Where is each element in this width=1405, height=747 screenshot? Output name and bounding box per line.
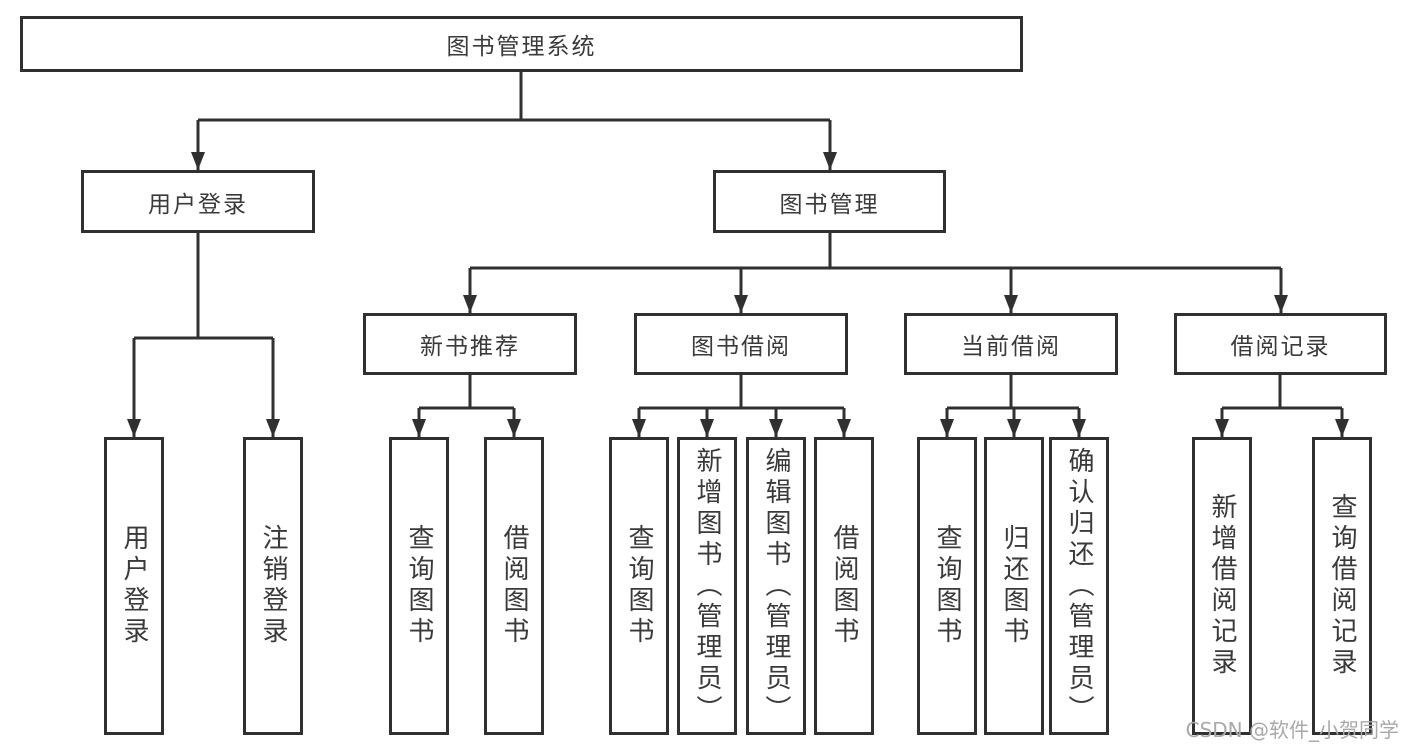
node-label: 注销登录	[258, 524, 288, 648]
node-label: 用户登录	[119, 524, 149, 648]
node-current-borrow: 当前借阅	[904, 313, 1118, 375]
node-leaf-query-borrow-record: 查询借阅记录	[1312, 437, 1372, 735]
node-label: 图书管理	[779, 191, 880, 218]
node-user-login: 用户登录	[81, 170, 315, 233]
node-leaf-add-borrow-record: 新增借阅记录	[1192, 437, 1252, 735]
node-label: 借阅图书	[499, 524, 529, 648]
node-label: 确认归还（管理员）	[1064, 446, 1094, 726]
node-leaf-return-books: 归还图书	[984, 437, 1044, 735]
node-new-book-recommend: 新书推荐	[363, 313, 577, 375]
node-borrow-records: 借阅记录	[1174, 313, 1387, 375]
node-leaf-query-books-3: 查询图书	[917, 437, 977, 735]
node-label: 新书推荐	[420, 334, 520, 360]
node-label: 借阅记录	[1230, 334, 1331, 360]
node-leaf-add-books-admin: 新增图书（管理员）	[677, 437, 737, 735]
node-leaf-query-books-1: 查询图书	[389, 437, 449, 735]
node-leaf-edit-books-admin: 编辑图书（管理员）	[746, 437, 806, 735]
node-label: 查询图书	[404, 524, 434, 648]
node-label: 查询图书	[932, 524, 962, 648]
node-label: 查询借阅记录	[1327, 493, 1357, 679]
node-leaf-borrow-books-1: 借阅图书	[484, 437, 544, 735]
node-label: 图书管理系统	[446, 34, 597, 60]
node-label: 编辑图书（管理员）	[761, 446, 791, 726]
node-root: 图书管理系统	[20, 16, 1023, 72]
node-label: 新增借阅记录	[1207, 493, 1237, 679]
node-leaf-query-books-2: 查询图书	[609, 437, 669, 735]
node-leaf-logout: 注销登录	[243, 437, 303, 735]
watermark: CSDN @软件_小贺同学	[1185, 718, 1399, 742]
node-book-borrow: 图书借阅	[634, 313, 848, 375]
node-book-management: 图书管理	[713, 170, 946, 233]
node-label: 借阅图书	[829, 524, 859, 648]
node-leaf-borrow-books-2: 借阅图书	[814, 437, 874, 735]
node-label: 查询图书	[624, 524, 654, 648]
node-leaf-user-login: 用户登录	[104, 437, 164, 735]
node-label: 归还图书	[999, 524, 1029, 648]
node-label: 当前借阅	[961, 334, 1061, 360]
node-label: 新增图书（管理员）	[692, 446, 722, 726]
node-leaf-confirm-return-admin: 确认归还（管理员）	[1049, 437, 1109, 735]
node-label: 图书借阅	[691, 334, 791, 360]
node-label: 用户登录	[148, 191, 248, 218]
